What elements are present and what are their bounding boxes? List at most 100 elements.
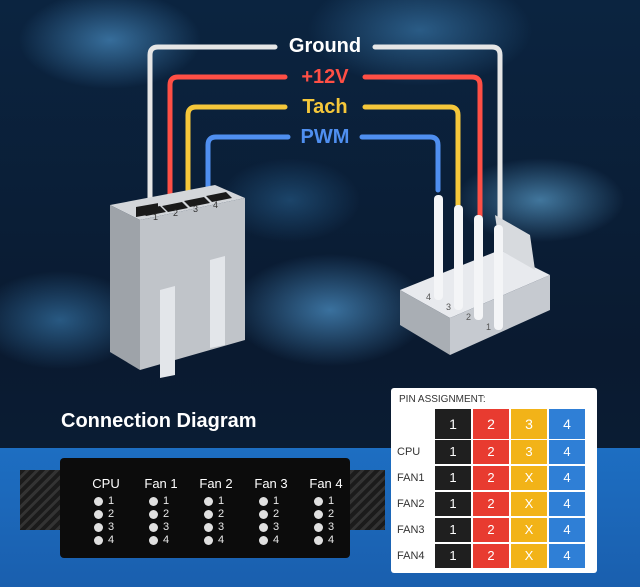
- pin-column-header: 1: [435, 409, 471, 439]
- pin-cell: 4: [549, 518, 585, 542]
- pin-column-header: 2: [473, 409, 509, 439]
- pin-number: 1: [108, 495, 115, 507]
- pin-socket: [149, 510, 158, 519]
- pin-number: 4: [273, 534, 280, 546]
- pin-number: 3: [273, 521, 280, 533]
- tach-label: Tach: [302, 96, 348, 118]
- cable-right: [345, 470, 385, 530]
- pin-socket: [314, 536, 323, 545]
- pin-number: 2: [328, 508, 335, 520]
- pin-number: 1: [273, 495, 280, 507]
- pin-number: 4: [108, 534, 115, 546]
- pin-socket: [94, 497, 103, 506]
- pin-cell: 2: [473, 440, 509, 464]
- hub-port-label: Fan 3: [254, 476, 288, 491]
- hub-port-fan4: Fan 4 1 2 3 4: [300, 458, 352, 558]
- pin-number: 2: [218, 508, 225, 520]
- male-pin-number: 2: [466, 312, 472, 322]
- pin-socket: [94, 523, 103, 532]
- pin-socket: [204, 510, 213, 519]
- pin-cell: 1: [435, 544, 471, 568]
- hub-port-label: Fan 1: [144, 476, 178, 491]
- pin-row-label: FAN4: [397, 550, 425, 562]
- pin-number: 1: [328, 495, 335, 507]
- fan-hub: CPU 1 2 3 4 Fan 1 1 2 3 4 Fan 2 1 2 3 4 …: [60, 458, 350, 558]
- pin-cell: 4: [549, 544, 585, 568]
- pin-cell: 1: [435, 440, 471, 464]
- pin-number: 2: [273, 508, 280, 520]
- pin-number: 3: [108, 521, 115, 533]
- pin-cell: X: [511, 492, 547, 516]
- pin-number: 4: [218, 534, 225, 546]
- pin-number: 3: [218, 521, 225, 533]
- ground-wire: [147, 44, 503, 238]
- female-pin-number: 2: [173, 208, 179, 218]
- pin-socket: [204, 523, 213, 532]
- female-pin-number: 3: [193, 204, 199, 214]
- pin-number: 3: [163, 521, 170, 533]
- pin-number: 4: [328, 534, 335, 546]
- pin-number: 4: [163, 534, 170, 546]
- pin-socket: [149, 497, 158, 506]
- female-pin-number: 4: [213, 200, 219, 210]
- pin-number: 1: [163, 495, 170, 507]
- tach-wire: [185, 104, 461, 218]
- pin-column-header: 4: [549, 409, 585, 439]
- pin-row-label: FAN2: [397, 498, 425, 510]
- connection-diagram-title: Connection Diagram: [61, 410, 257, 432]
- pin-socket: [204, 536, 213, 545]
- male-header: [400, 195, 550, 355]
- pin-socket: [204, 497, 213, 506]
- male-pin-number: 3: [446, 302, 452, 312]
- pin-socket: [259, 497, 268, 506]
- pin-number: 2: [108, 508, 115, 520]
- pin-socket: [94, 536, 103, 545]
- pin-column-header: 3: [511, 409, 547, 439]
- pin-socket: [259, 510, 268, 519]
- pin-cell: 1: [435, 466, 471, 490]
- pin-row-label: CPU: [397, 446, 421, 458]
- pin-socket: [94, 510, 103, 519]
- pin-cell: 2: [473, 492, 509, 516]
- 12v-wire: [167, 74, 483, 228]
- pwm-label: PWM: [300, 126, 350, 148]
- female-pin-number: 1: [153, 212, 159, 222]
- pin-socket: [259, 523, 268, 532]
- pin-row-label: FAN1: [397, 472, 425, 484]
- pin-cell: 4: [549, 492, 585, 516]
- pwm-wire: [205, 134, 441, 203]
- male-pin-number: 4: [426, 292, 432, 302]
- pin-number: 3: [328, 521, 335, 533]
- ground-label: Ground: [288, 35, 362, 57]
- pin-socket: [259, 536, 268, 545]
- pin-number: 2: [163, 508, 170, 520]
- pin-cell: 1: [435, 518, 471, 542]
- pin-socket: [149, 523, 158, 532]
- hub-port-cpu: CPU 1 2 3 4: [80, 458, 132, 558]
- male-pin-number: 1: [486, 322, 492, 332]
- pin-socket: [314, 497, 323, 506]
- pin-cell: X: [511, 466, 547, 490]
- hub-port-fan1: Fan 1 1 2 3 4: [135, 458, 187, 558]
- cable-left: [20, 470, 60, 530]
- 12v-label: +12V: [301, 66, 349, 88]
- pin-cell: 4: [549, 466, 585, 490]
- pin-cell: 3: [511, 440, 547, 464]
- hub-port-fan3: Fan 3 1 2 3 4: [245, 458, 297, 558]
- hub-port-label: Fan 2: [199, 476, 233, 491]
- pin-cell: X: [511, 544, 547, 568]
- pin-cell: 2: [473, 518, 509, 542]
- pin-cell: 2: [473, 466, 509, 490]
- pin-socket: [149, 536, 158, 545]
- pin-socket: [314, 510, 323, 519]
- pin-cell: 2: [473, 544, 509, 568]
- pin-row-label: FAN3: [397, 524, 425, 536]
- hub-port-label: CPU: [92, 476, 120, 491]
- female-connector: [110, 185, 245, 378]
- hub-port-label: Fan 4: [309, 476, 343, 491]
- pin-cell: 4: [549, 440, 585, 464]
- hub-port-fan2: Fan 2 1 2 3 4: [190, 458, 242, 558]
- pin-socket: [314, 523, 323, 532]
- pin-cell: X: [511, 518, 547, 542]
